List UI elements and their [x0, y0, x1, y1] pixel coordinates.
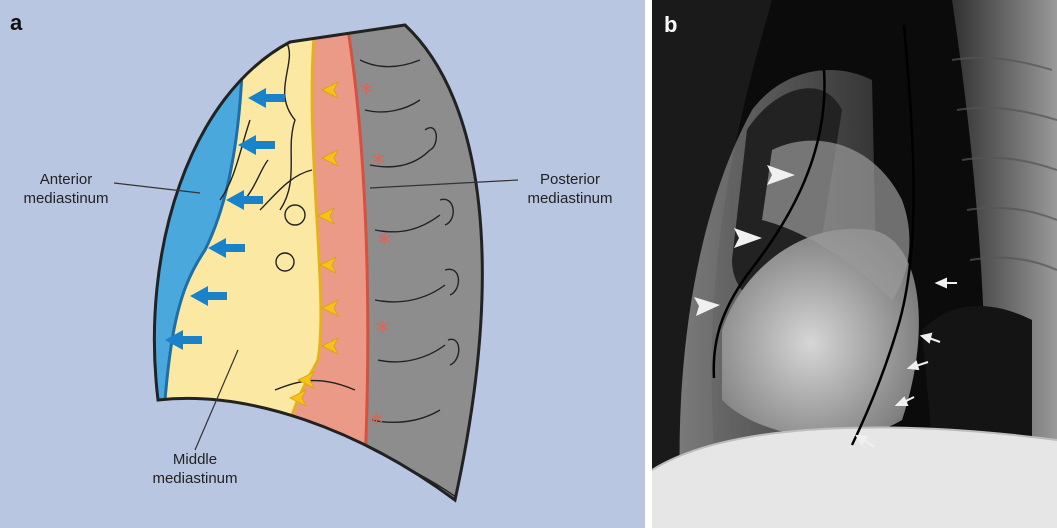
radiograph-panel-b: b	[652, 0, 1057, 528]
label-line: mediastinum	[500, 189, 640, 208]
posterior-mediastinum-label: Posterior mediastinum	[500, 170, 640, 208]
label-line: mediastinum	[140, 469, 250, 488]
label-line: Middle	[140, 450, 250, 469]
label-line: Posterior	[500, 170, 640, 189]
anterior-mediastinum-label: Anterior mediastinum	[16, 170, 116, 208]
label-line: mediastinum	[16, 189, 116, 208]
asterisk-marker: *	[372, 149, 385, 179]
asterisk-marker: *	[360, 79, 373, 109]
panel-letter-a: a	[10, 10, 22, 36]
mediastinum-diagram: * * * * *	[0, 0, 645, 528]
label-line: Anterior	[16, 170, 116, 189]
lateral-chest-radiograph	[652, 0, 1057, 528]
asterisk-marker: *	[370, 409, 383, 439]
asterisk-marker: *	[376, 317, 389, 347]
middle-mediastinum-label: Middle mediastinum	[140, 450, 250, 488]
panel-letter-b: b	[664, 12, 677, 38]
asterisk-marker: *	[378, 229, 391, 259]
diagram-panel-a: * * * * * a Anterior mediastinum Posteri…	[0, 0, 645, 528]
